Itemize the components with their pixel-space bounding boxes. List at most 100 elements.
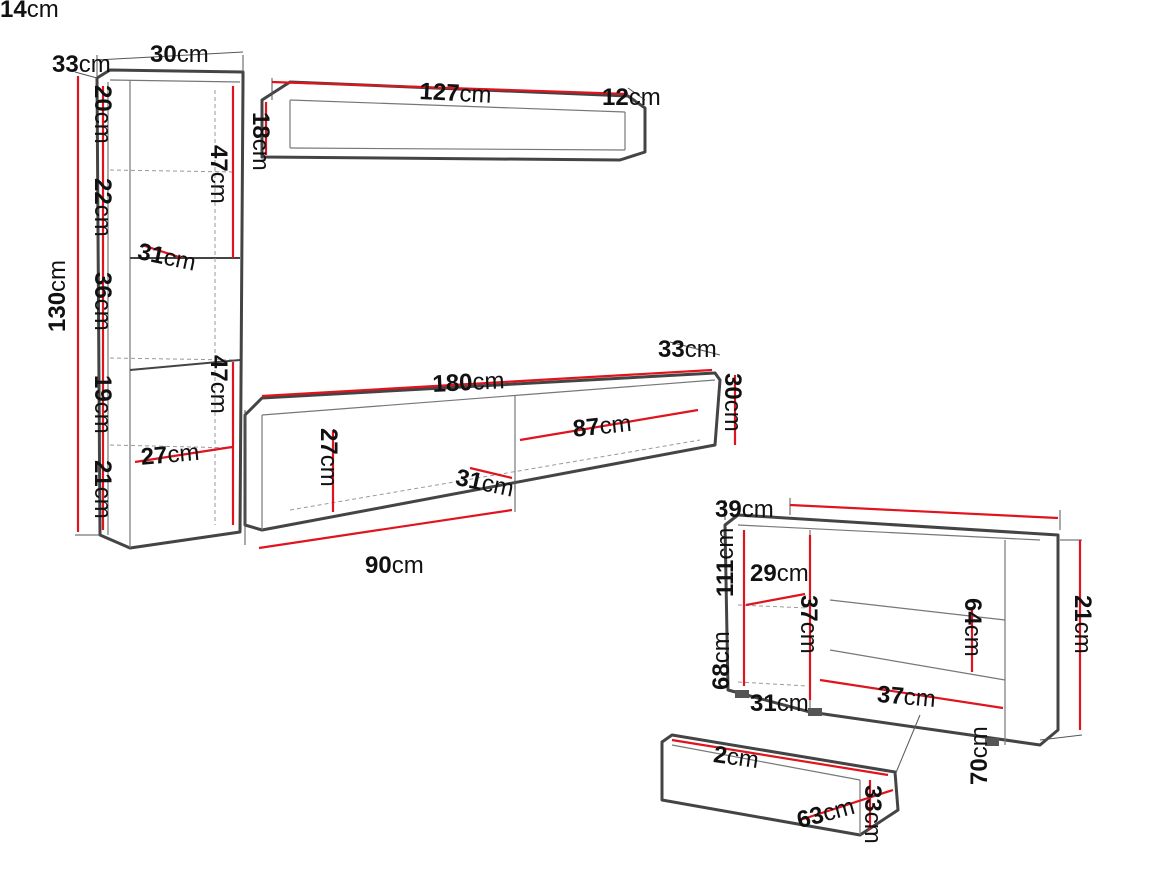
dimension-unit: cm [598,410,633,440]
dimension-label-dresser-drawer-width: 70cm [966,726,993,785]
dimension-unit: cm [959,625,986,657]
dimension-label-tv-right-compartment: 87cm [572,410,633,443]
dimension-value: 37 [876,681,905,710]
dimension-label-tall-open-compartment: 36cm [89,272,116,331]
dimension-label-dresser-lower-shelf: 31cm [750,690,809,717]
dimension-unit: cm [89,299,116,331]
dimension-unit: cm [777,690,809,717]
dimension-unit: cm [685,336,717,363]
dimension-value: 29 [750,560,777,587]
dimension-label-tall-width: 30cm [150,41,209,68]
dimension-unit: cm [89,402,116,434]
dimension-unit: cm [89,205,116,237]
dimension-value: 39 [715,496,742,523]
dimension-value: 2 [712,741,729,770]
dimension-unit: cm [161,243,198,276]
dimension-value: 47 [205,355,232,382]
dimension-label-wall-shelf-width: 127cm [419,78,492,109]
dimension-label-dresser-width: 111cm [712,528,739,597]
dimension-value: 12 [602,84,629,111]
dimension-unit: cm [205,172,232,204]
dimension-value: 64 [959,598,986,625]
dimension-value: 127 [419,78,460,107]
dimension-label-tv-inner-depth: 31cm [453,464,516,503]
dimension-value: 68 [708,663,735,690]
dimension-unit: cm [177,41,209,68]
dimension-label-tv-left-compartment: 90cm [365,552,424,579]
dimension-unit: cm [708,631,735,663]
dimension-value: 27 [140,441,169,470]
dimension-value: 180 [432,369,473,398]
dimension-label-dresser-upper-shelf: 29cm [750,560,809,587]
dimension-unit: cm [1069,622,1096,654]
dimension-label-tv-inner-height: 27cm [315,428,342,487]
dimension-label-tall-height: 130cm [44,260,71,332]
dimension-label-tv-width: 180cm [432,367,505,398]
dimension-label-dresser-depth: 39cm [715,496,774,523]
dimension-label-wall-shelf-depth: 12cm [602,84,661,111]
wall-shelf [260,78,647,162]
dimension-unit: cm [712,528,739,560]
dimension-label-tall-depth: 33cm [52,51,111,78]
dimension-value: 14 [0,0,27,23]
dimension-value: 30 [150,41,177,68]
dimension-unit: cm [903,683,937,713]
dimension-unit: cm [966,726,993,758]
dimension-value: 22 [89,178,116,205]
dimension-unit: cm [479,469,516,502]
dimension-label-dresser-drawer-front: 21cm [1069,595,1096,654]
dimension-label-dresser-upper-shelf-depth: 37cm [795,595,822,654]
dimension-unit: cm [859,812,886,844]
dimension-unit: cm [89,112,116,144]
dimension-value: 111 [712,560,739,597]
dimension-unit: cm [742,496,774,523]
dimension-label-drawer-height: 14cm [0,0,59,23]
dimension-value: 31 [135,238,167,270]
dimension-value: 30 [719,373,746,400]
dimension-value: 130 [44,292,71,332]
dimension-value: 21 [1069,595,1096,622]
dimension-label-tall-lower-door: 47cm [205,355,232,414]
dimension-value: 19 [89,375,116,402]
dimension-unit: cm [777,560,809,587]
dresser [723,498,1083,776]
dimension-label-tall-top-compartment: 20cm [89,85,116,144]
dimension-value: 31 [750,690,777,717]
dimension-unit: cm [205,382,232,414]
dimension-label-tall-bottom-compartment: 21cm [89,460,116,519]
dimension-unit: cm [247,139,274,171]
dimension-unit: cm [27,0,59,23]
dimension-value: 47 [205,145,232,172]
dimension-value: 87 [572,413,601,443]
dimension-value: 33 [658,336,685,363]
dimension-label-dresser-door-height: 64cm [959,598,986,657]
dimension-value: 31 [453,464,485,496]
dimension-label-wall-shelf-height: 18cm [247,112,274,171]
dimension-value: 70 [966,758,993,785]
dimension-label-dresser-feet: 2cm [712,741,761,774]
drawer [660,733,900,837]
tall-bookcase [74,51,245,550]
dimension-value: 18 [247,112,274,139]
dimension-value: 27 [315,428,342,455]
dimension-value: 36 [89,272,116,299]
tv-unit [243,341,737,550]
dimension-unit: cm [166,439,200,469]
dimension-value: 33 [52,51,79,78]
dimension-value: 90 [365,552,392,579]
dimension-unit: cm [392,552,424,579]
dimension-value: 37 [795,595,822,622]
dimension-label-tall-fourth-compartment: 19cm [89,375,116,434]
dimension-unit: cm [472,367,505,396]
dimension-value: 20 [89,85,116,112]
dimension-label-tall-inner-depth: 31cm [135,238,198,277]
dimension-unit: cm [795,622,822,654]
dimension-label-drawer-depth: 33cm [859,785,886,844]
dimension-unit: cm [79,51,111,78]
dimension-label-tall-upper-door: 47cm [205,145,232,204]
dimension-unit: cm [44,260,71,292]
dimension-unit: cm [719,400,746,432]
